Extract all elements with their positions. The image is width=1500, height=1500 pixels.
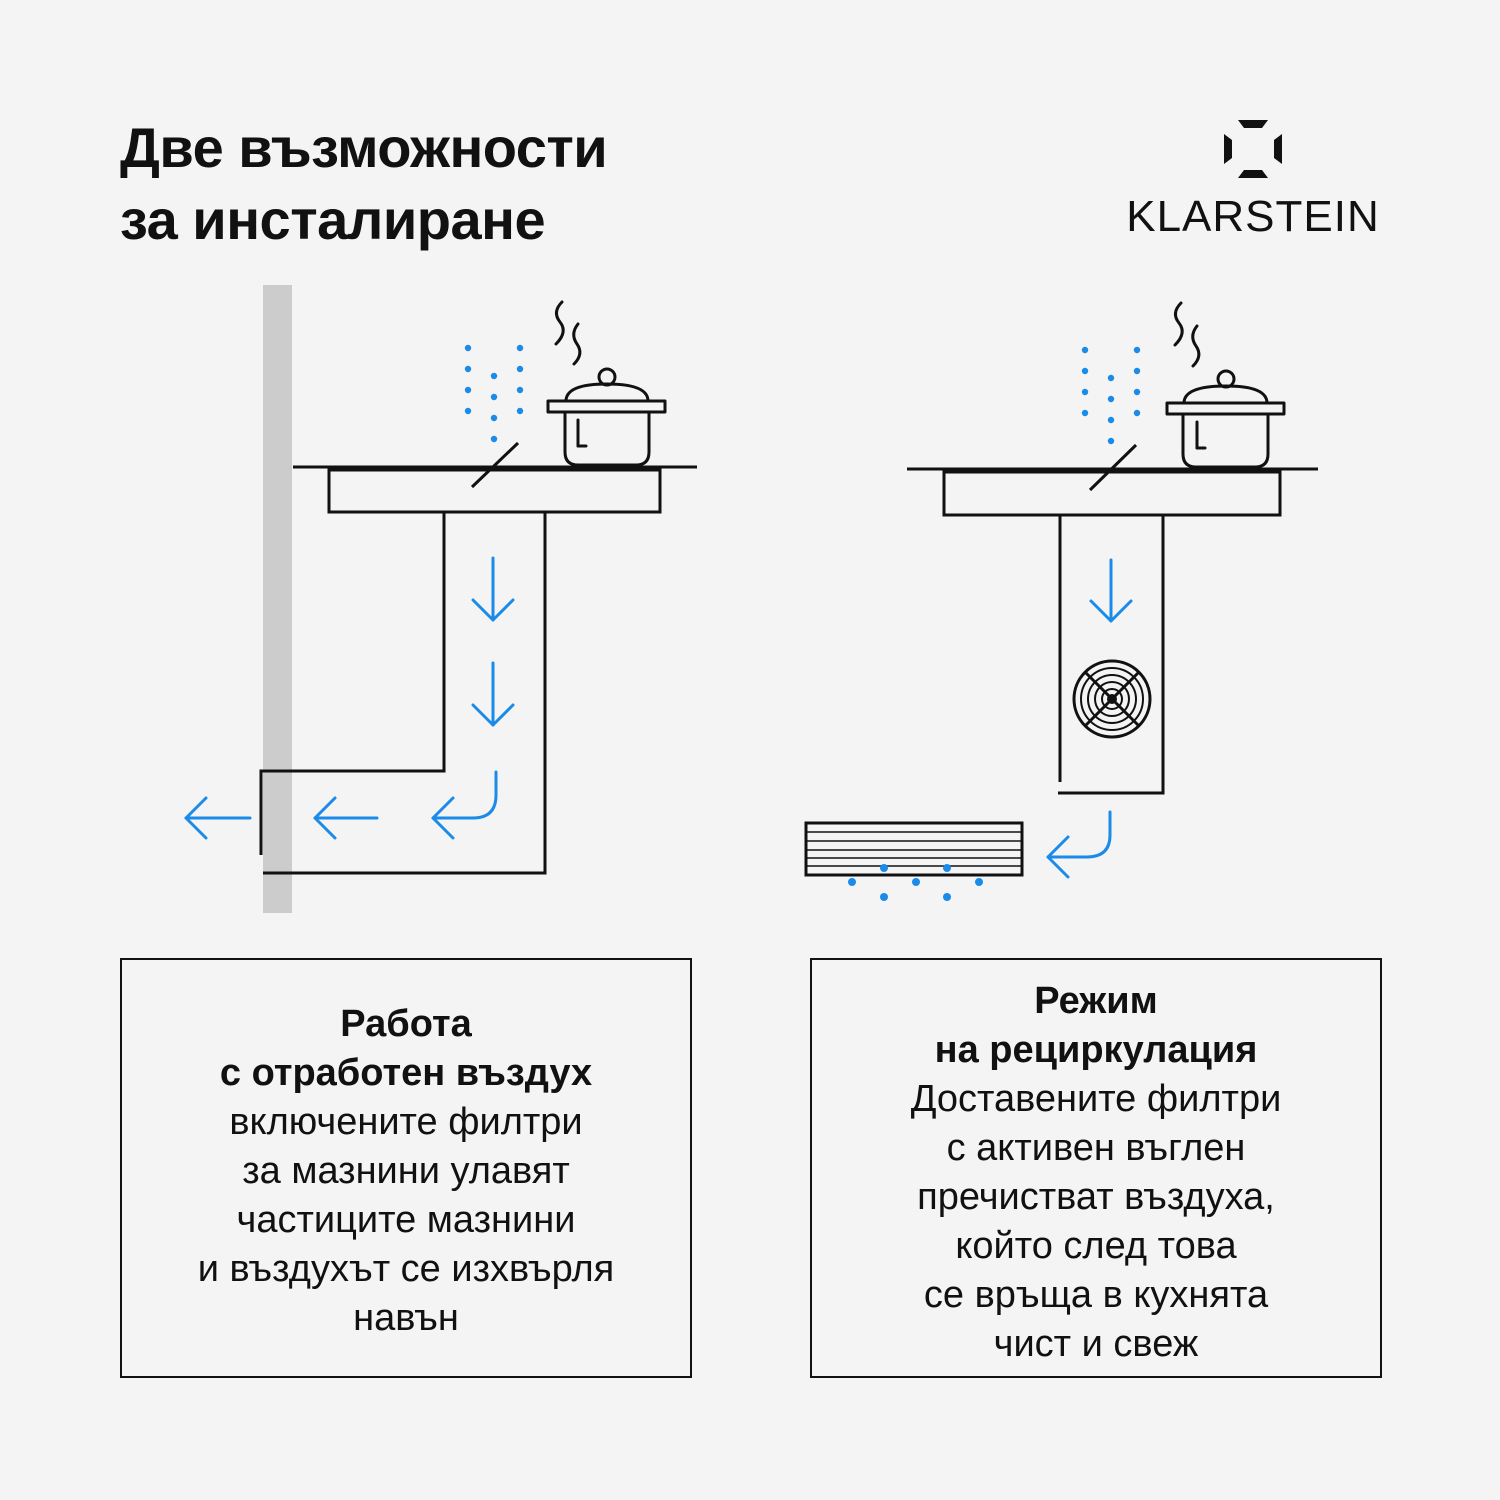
hob-knob-left (470, 441, 520, 489)
steam-dots-right (1081, 346, 1141, 445)
fan-icon (1072, 659, 1152, 739)
exhaust-heading-1: Работа (340, 1003, 472, 1045)
recirculation-duct (1058, 515, 1165, 795)
countertop-right (907, 467, 1318, 517)
steam-dots-left (464, 344, 524, 443)
arrow-down-icon (1089, 558, 1133, 623)
recirculation-text-line: с активен въглен (946, 1127, 1246, 1169)
arrow-turn-left-icon (431, 770, 498, 840)
pot-icon-left (546, 300, 667, 467)
recirculation-heading-1: Режим (1034, 980, 1158, 1022)
exhaust-text-line: навън (353, 1297, 459, 1339)
arrow-left-icon (184, 796, 252, 840)
exhaust-text-line: включените филтри (229, 1101, 583, 1143)
title-line-2: за инсталиране (120, 188, 546, 251)
recirculation-mode-description: Режим на рециркулация Доставените филтри… (810, 958, 1382, 1378)
page-title: Две възможности за инсталиране (120, 112, 608, 256)
brand-logo: KLARSTEIN (1118, 118, 1388, 242)
exhaust-text-line: и въздухът се изхвърля (197, 1248, 615, 1290)
clean-air-dots (848, 864, 983, 901)
recirculation-text-line: чист и свеж (993, 1323, 1199, 1365)
recirculation-text-line: пречистват въздуха, (917, 1176, 1275, 1218)
arrow-turn-left-icon (1046, 810, 1112, 879)
exhaust-duct (259, 512, 547, 875)
exhaust-heading-2: с отработен въздух (219, 1052, 593, 1094)
brand-name: KLARSTEIN (1126, 192, 1380, 241)
arrow-down-icon (471, 661, 515, 727)
recirculation-text-line: се връща в кухнята (923, 1274, 1269, 1316)
countertop-left (293, 465, 697, 514)
recirculation-text-line: Доставените филтри (910, 1078, 1282, 1120)
title-line-1: Две възможности (120, 116, 608, 179)
arrow-left-icon (313, 796, 379, 840)
pot-icon-right (1165, 301, 1286, 469)
exhaust-text-line: за мазнини улавят (242, 1150, 570, 1192)
installation-diagram (184, 285, 1318, 913)
wall (263, 285, 292, 913)
recirculation-text-line: който след това (955, 1225, 1237, 1267)
recirculation-heading-2: на рециркулация (934, 1029, 1258, 1071)
klarstein-logo-icon (1224, 120, 1282, 178)
exhaust-mode-description: Работа с отработен въздух включените фил… (120, 958, 692, 1378)
carbon-filter-unit (804, 821, 1024, 877)
arrow-down-icon (471, 556, 515, 622)
exhaust-text-line: частиците мазнини (236, 1199, 576, 1241)
hob-knob-right (1088, 443, 1138, 492)
